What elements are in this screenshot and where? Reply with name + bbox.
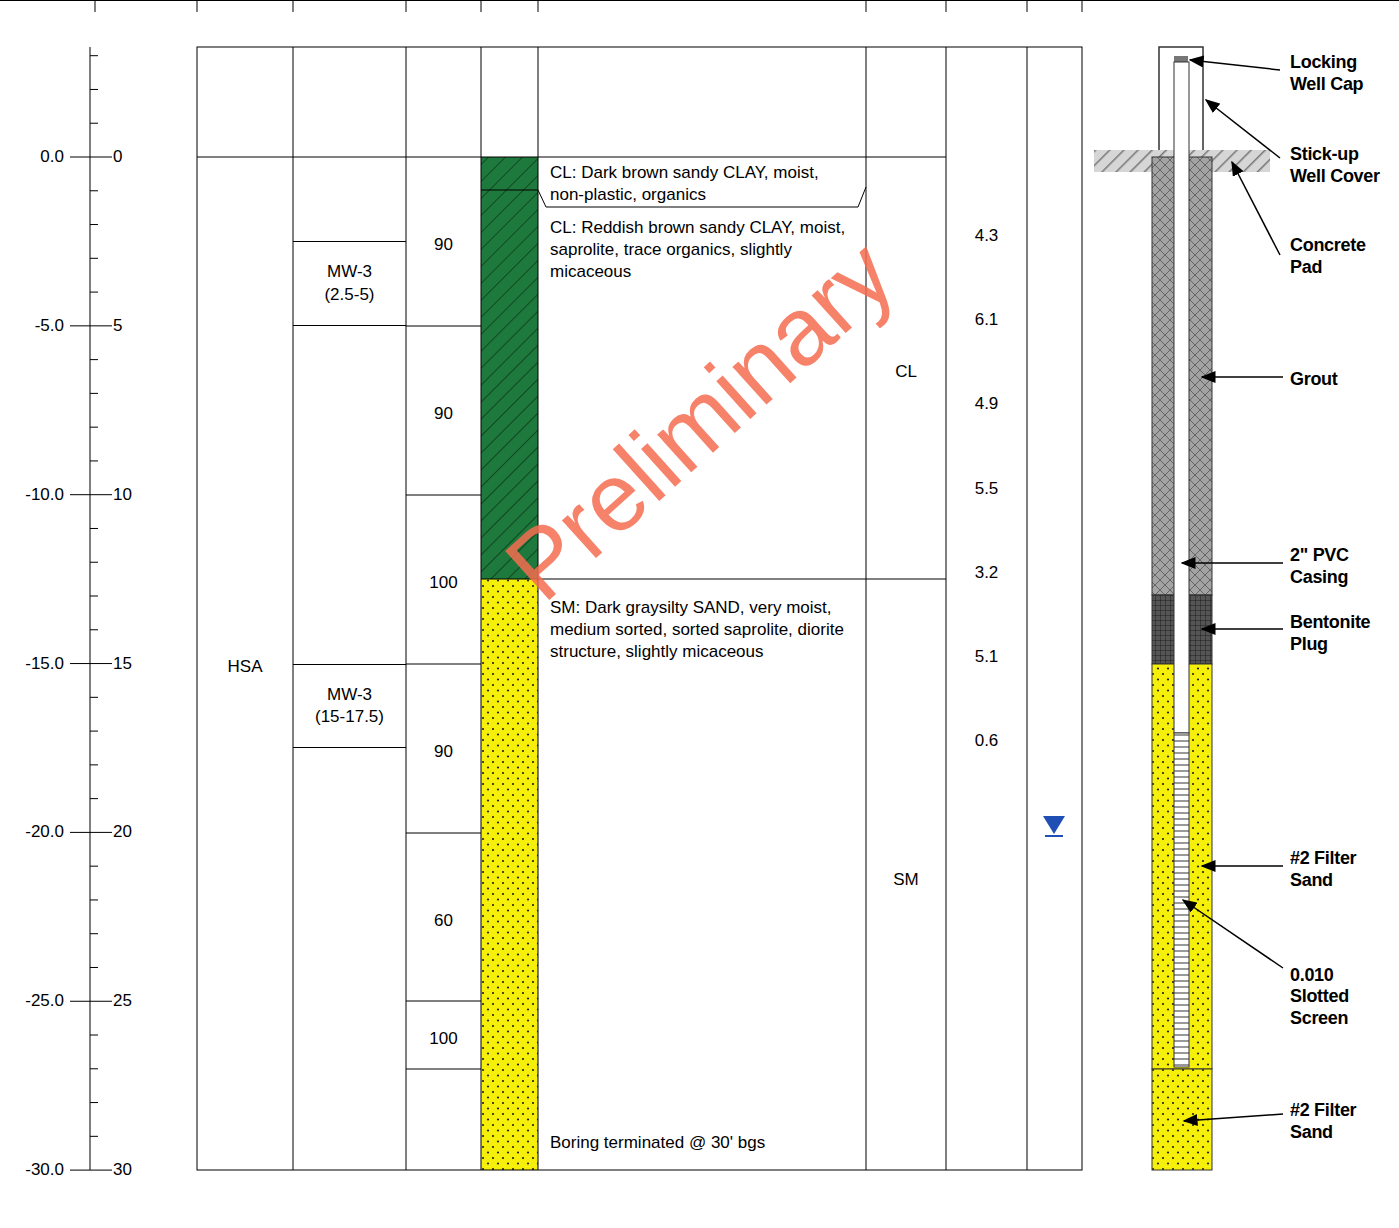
pid-reading: 6.1 xyxy=(946,309,1027,331)
recovery-percent: 90 xyxy=(406,234,481,256)
well-component-label: #2 Filter Sand xyxy=(1290,1100,1394,1143)
scale-tick xyxy=(90,427,98,428)
sample-id: MW-3 (2.5-5) xyxy=(312,261,388,305)
watermark: Preliminary xyxy=(480,213,920,627)
depth-feet: 15 xyxy=(113,653,153,675)
scale-tick xyxy=(90,224,98,225)
well-component-label: Concrete Pad xyxy=(1290,235,1394,278)
soil-description: CL: Reddish brown sandy CLAY, moist, sap… xyxy=(550,217,850,283)
scale-tick xyxy=(90,190,98,191)
scale-tick xyxy=(90,123,98,124)
depth-elevation: -30.0 xyxy=(0,1159,64,1181)
scale-tick xyxy=(90,933,98,934)
scale-tick xyxy=(90,798,98,799)
sample-box: MW-3 (15-17.5) xyxy=(293,664,406,748)
depth-elevation: -25.0 xyxy=(0,990,64,1012)
scale-tick xyxy=(70,1170,112,1171)
scale-tick xyxy=(70,494,112,495)
recovery-percent: 90 xyxy=(406,741,481,763)
well-component-label: 2" PVC Casing xyxy=(1290,545,1394,588)
pid-reading: 4.3 xyxy=(946,225,1027,247)
uscs-code: SM xyxy=(866,869,946,891)
depth-elevation: -15.0 xyxy=(0,653,64,675)
depth-feet: 20 xyxy=(113,821,153,843)
scale-tick xyxy=(90,764,98,765)
scale-tick xyxy=(90,866,98,867)
scale-tick xyxy=(90,55,98,56)
depth-feet: 0 xyxy=(113,146,153,168)
scale-tick xyxy=(90,292,98,293)
scale-tick xyxy=(90,359,98,360)
well-component-label: Bentonite Plug xyxy=(1290,612,1394,655)
scale-tick xyxy=(70,663,112,664)
scale-tick xyxy=(90,731,98,732)
boring-note: Boring terminated @ 30' bgs xyxy=(550,1132,850,1154)
depth-feet: 30 xyxy=(113,1159,153,1181)
well-component-label: Locking Well Cap xyxy=(1290,52,1394,95)
recovery-percent: 60 xyxy=(406,910,481,932)
depth-feet: 10 xyxy=(113,484,153,506)
well-component-label: 0.010 Slotted Screen xyxy=(1290,965,1394,1030)
scale-tick xyxy=(90,697,98,698)
scale-tick xyxy=(90,1035,98,1036)
scale-tick xyxy=(70,325,112,326)
well-component-label: #2 Filter Sand xyxy=(1290,848,1394,891)
pid-reading: 3.2 xyxy=(946,562,1027,584)
sample-id: MW-3 (15-17.5) xyxy=(312,684,388,728)
pid-reading: 4.9 xyxy=(946,393,1027,415)
scale-tick xyxy=(90,1136,98,1137)
depth-elevation: -20.0 xyxy=(0,821,64,843)
well-component-label: Stick-up Well Cover xyxy=(1290,144,1394,187)
scale-tick xyxy=(90,562,98,563)
recovery-percent: 100 xyxy=(406,572,481,594)
scale-tick xyxy=(70,1001,112,1002)
scale-tick xyxy=(70,157,112,158)
recovery-percent: 100 xyxy=(406,1028,481,1050)
sample-box: MW-3 (2.5-5) xyxy=(293,241,406,326)
depth-elevation: -5.0 xyxy=(0,315,64,337)
scale-tick xyxy=(90,596,98,597)
depth-feet: 5 xyxy=(113,315,153,337)
scale-tick xyxy=(90,899,98,900)
scale-tick xyxy=(90,89,98,90)
soil-description: SM: Dark graysilty SAND, very moist, med… xyxy=(550,597,850,663)
scale-tick xyxy=(90,258,98,259)
scale-tick xyxy=(90,393,98,394)
pid-reading: 5.5 xyxy=(946,478,1027,500)
scale-tick xyxy=(90,967,98,968)
pid-reading: 0.6 xyxy=(946,730,1027,752)
recovery-percent: 90 xyxy=(406,403,481,425)
depth-elevation: 0.0 xyxy=(0,146,64,168)
scale-tick xyxy=(90,1068,98,1069)
soil-description: CL: Dark brown sandy CLAY, moist, non-pl… xyxy=(550,162,850,206)
scale-tick xyxy=(90,629,98,630)
drill-method: HSA xyxy=(197,656,293,678)
scale-tick xyxy=(90,460,98,461)
scale-tick xyxy=(90,1102,98,1103)
depth-elevation: -10.0 xyxy=(0,484,64,506)
scale-tick xyxy=(70,832,112,833)
uscs-code: CL xyxy=(866,361,946,383)
scale-tick xyxy=(90,528,98,529)
well-component-label: Grout xyxy=(1290,369,1394,391)
depth-feet: 25 xyxy=(113,990,153,1012)
pid-reading: 5.1 xyxy=(946,646,1027,668)
